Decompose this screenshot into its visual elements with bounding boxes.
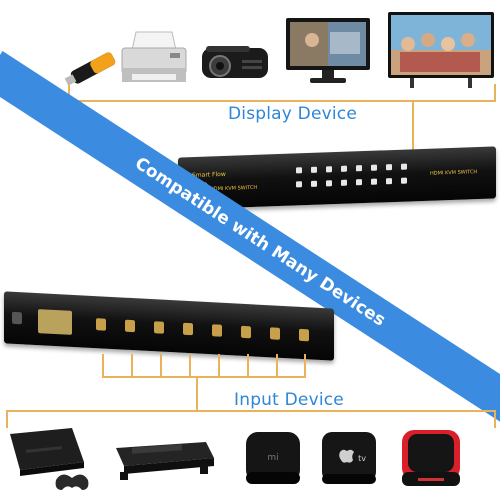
display-connector-line	[412, 100, 414, 152]
kvm-button-2[interactable]	[311, 166, 317, 173]
streaming-box-icon	[402, 430, 460, 486]
kvm-button-14[interactable]	[371, 178, 377, 185]
kvm-switch-back	[4, 291, 334, 361]
input-device-label: Input Device	[234, 390, 344, 410]
hdmi-input-8	[299, 328, 309, 342]
svg-text:mi: mi	[267, 453, 278, 463]
kvm-button-15[interactable]	[386, 178, 392, 185]
input-port-tick-7	[276, 354, 278, 376]
input-port-bracket	[102, 354, 306, 378]
kvm-button-5[interactable]	[356, 165, 362, 172]
kvm-button-7[interactable]	[386, 164, 392, 171]
display-device-label: Display Device	[228, 104, 358, 124]
kvm-button-12[interactable]	[341, 179, 347, 186]
printer-icon	[121, 31, 187, 82]
kvm-button-16[interactable]	[401, 177, 407, 184]
kvm-button-4[interactable]	[341, 165, 347, 172]
input-port-tick-2	[131, 354, 133, 376]
apple-tv-icon: tv	[322, 432, 376, 484]
monitor-icon	[286, 18, 370, 83]
input-port-tick-3	[160, 354, 162, 376]
input-port-tick-6	[247, 354, 249, 376]
input-port-tick-4	[189, 354, 191, 376]
display-bracket	[68, 84, 496, 102]
tv-box-icon: mi	[246, 432, 300, 484]
projector-icon	[202, 46, 268, 78]
kvm-button-8[interactable]	[401, 163, 407, 170]
kvm-button-11[interactable]	[326, 180, 332, 187]
hdmi-input-4	[183, 322, 193, 336]
kvm-button-1[interactable]	[296, 167, 302, 174]
game-console-icon	[10, 428, 89, 490]
hdmi-input-6	[241, 325, 251, 339]
kvm-button-9[interactable]	[296, 181, 302, 188]
kvm-button-13[interactable]	[356, 179, 362, 186]
hdmi-input-3	[154, 321, 164, 334]
game-console-2-icon	[116, 442, 214, 480]
tv-icon	[388, 12, 494, 88]
usb-drive-icon	[64, 52, 116, 86]
hdmi-input-2	[125, 319, 135, 333]
svg-text:tv: tv	[358, 454, 366, 463]
kvm-button-3[interactable]	[326, 166, 332, 173]
kvm-button-10[interactable]	[311, 180, 317, 187]
hdmi-input-7	[270, 327, 280, 340]
power-port	[12, 311, 22, 325]
input-device-bracket	[6, 410, 496, 428]
input-port-tick-5	[218, 354, 220, 376]
hdmi-input-5	[212, 324, 222, 337]
input-connector-line	[196, 376, 198, 410]
hdmi-input-1	[96, 318, 106, 331]
kvm-right-label: HDMI KVM SWITCH	[430, 169, 478, 177]
usb-port-block	[38, 309, 72, 335]
kvm-button-6[interactable]	[371, 164, 377, 171]
